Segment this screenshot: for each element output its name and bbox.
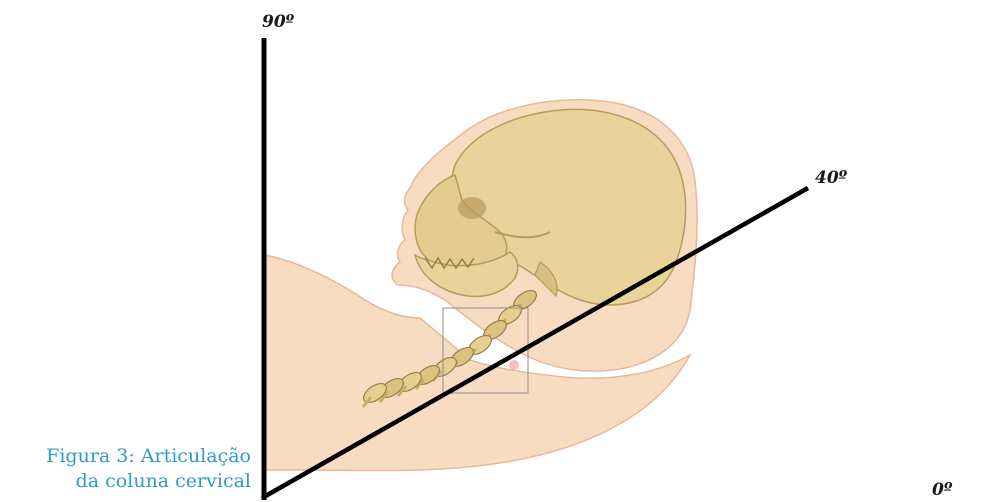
- caption-line-2: da coluna cervical: [46, 469, 251, 494]
- eye-socket: [458, 197, 486, 219]
- angle-label-90: 90º: [262, 12, 294, 32]
- pain-spot: [509, 360, 519, 370]
- angle-label-0: 0º: [932, 480, 952, 500]
- angle-label-40: 40º: [815, 168, 847, 188]
- caption-line-1: Figura 3: Articulação: [46, 444, 251, 469]
- figure-caption: Figura 3: Articulação da coluna cervical: [46, 444, 251, 494]
